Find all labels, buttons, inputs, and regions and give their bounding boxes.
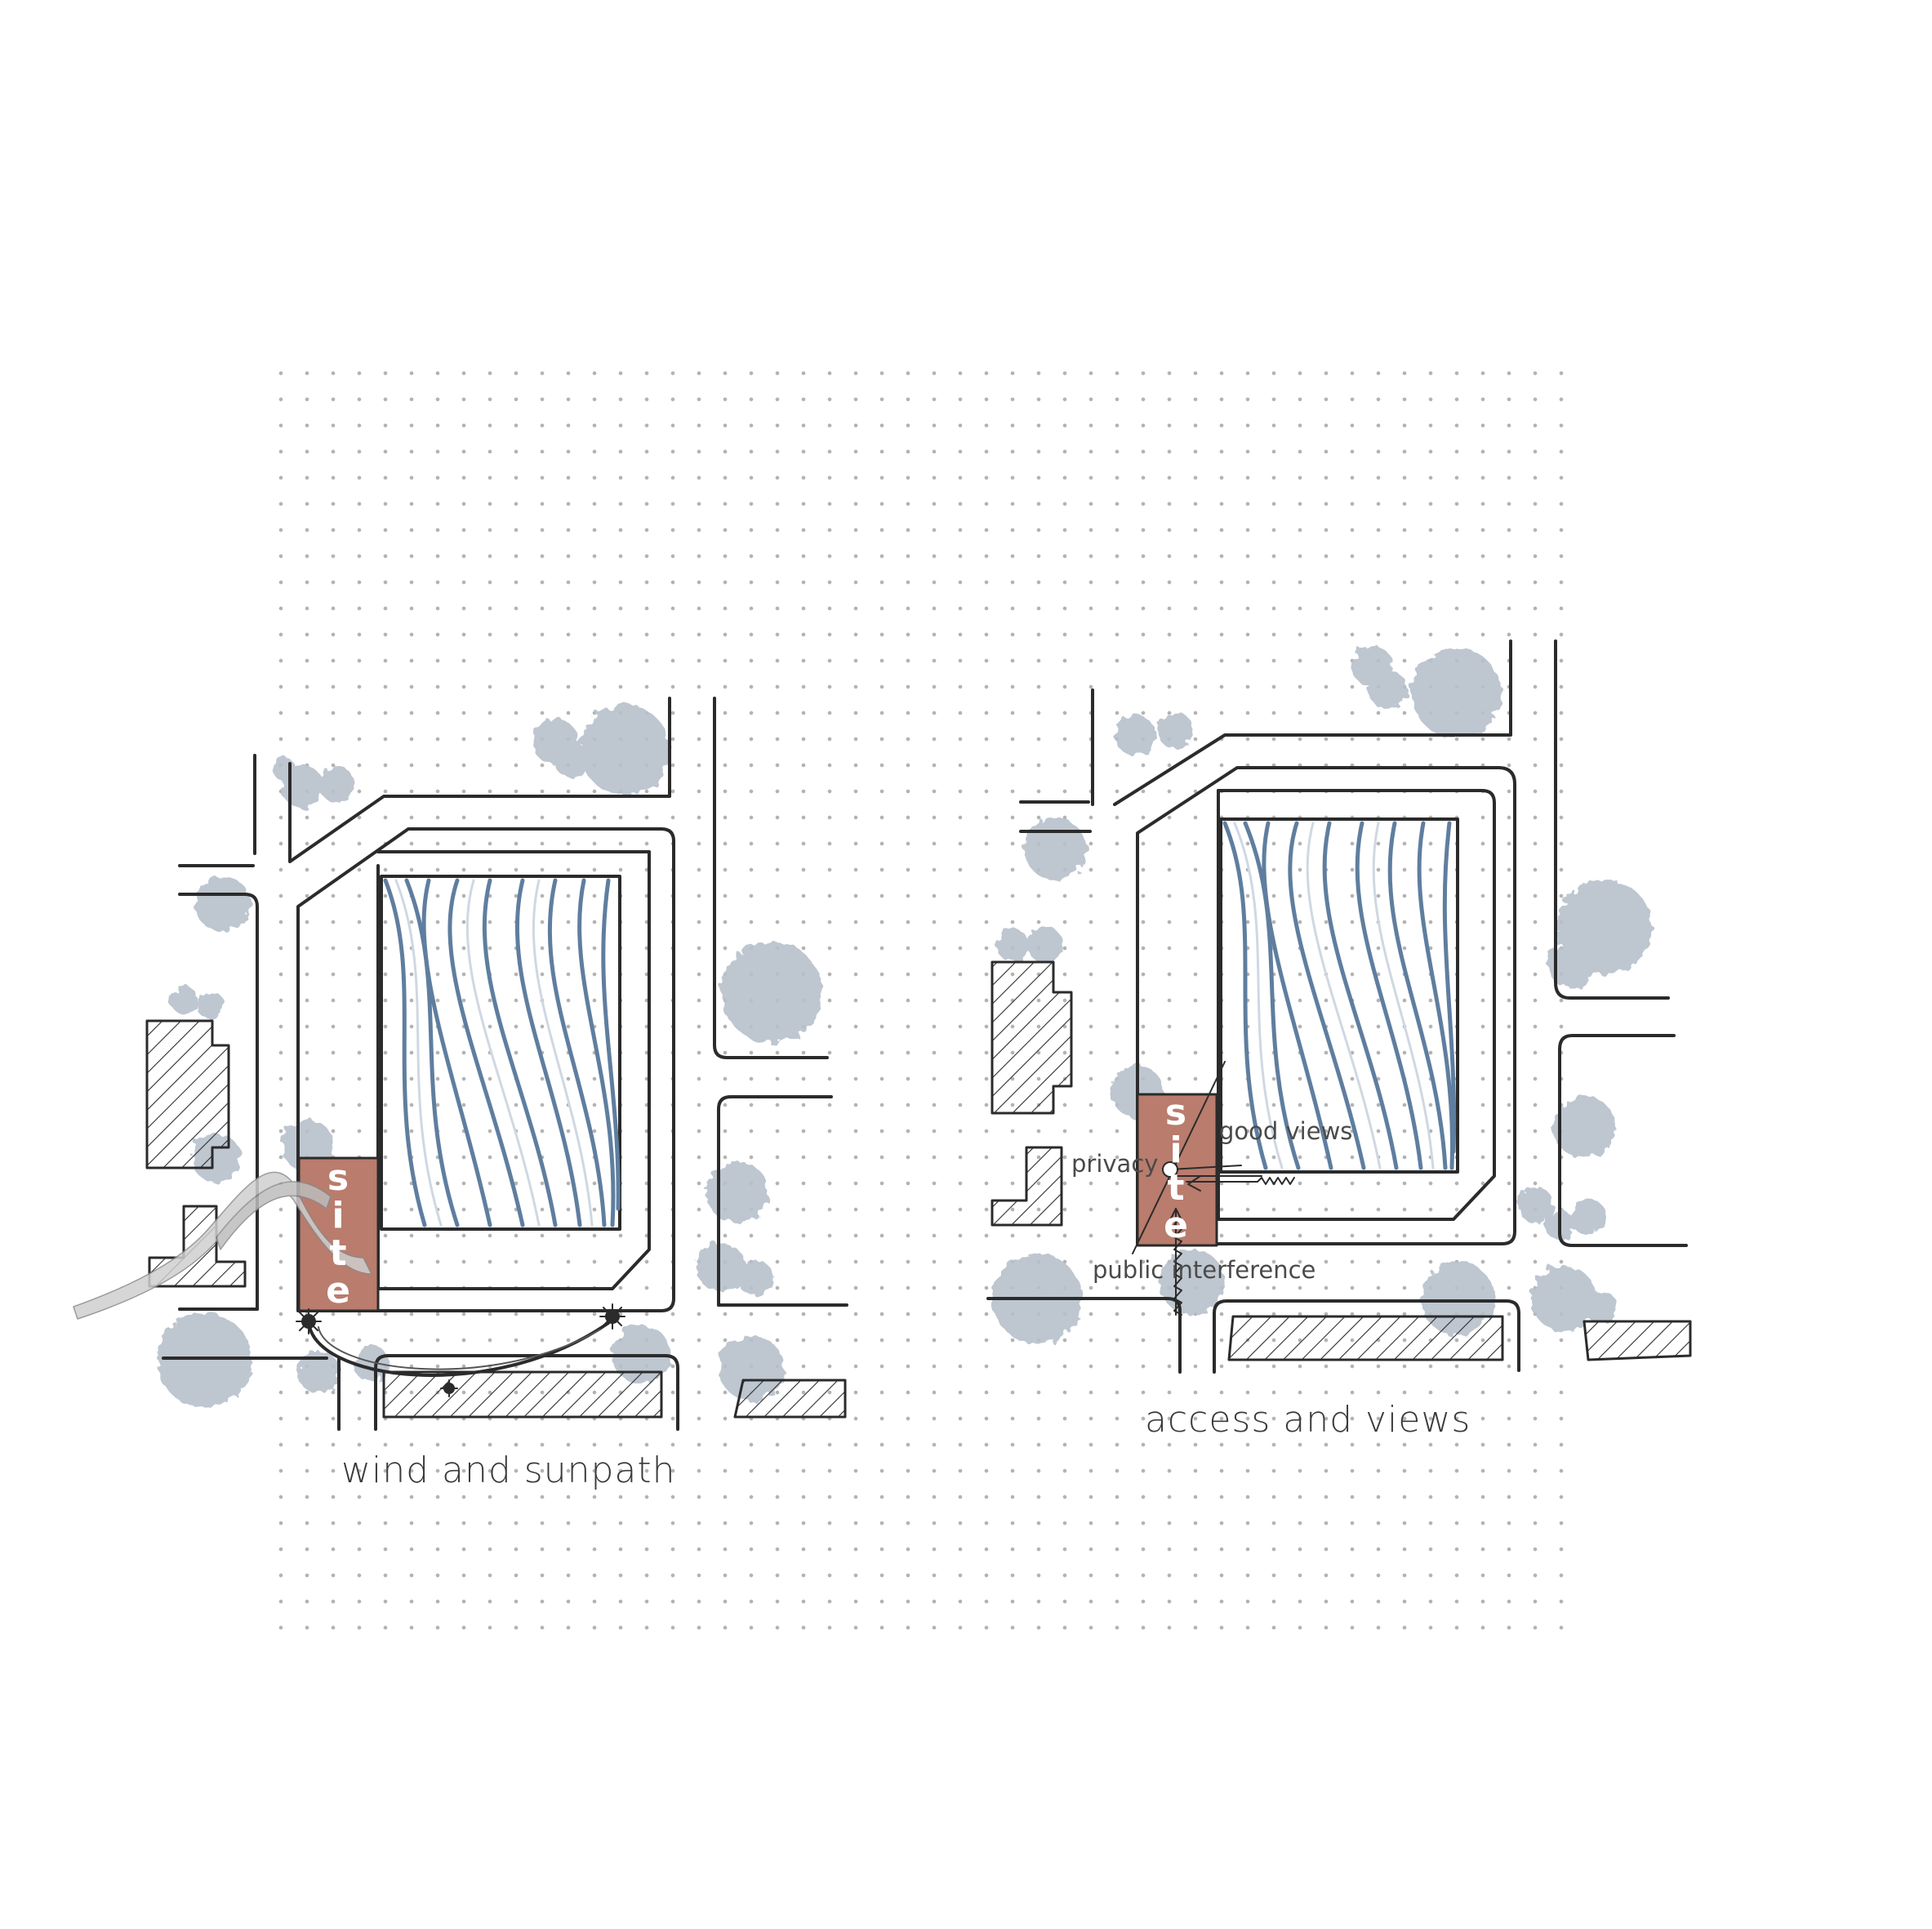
tree-icon bbox=[1531, 1266, 1596, 1331]
site-letter: e bbox=[326, 1270, 350, 1312]
road-line bbox=[296, 827, 675, 1312]
tree-icon bbox=[1025, 818, 1087, 880]
tree-icon bbox=[1553, 1096, 1615, 1158]
water-wave-lines bbox=[383, 878, 621, 1227]
tree-icon bbox=[197, 991, 225, 1019]
road-line bbox=[178, 893, 259, 1311]
panel-right-plan bbox=[986, 639, 1692, 1374]
road-line bbox=[713, 697, 829, 1059]
tree-icon bbox=[1547, 939, 1596, 988]
site-letter: s bbox=[327, 1157, 349, 1199]
water-wave-lines-light bbox=[1233, 822, 1435, 1169]
annotation-public-interference: public interference bbox=[1093, 1256, 1316, 1284]
dot-grid-background bbox=[268, 360, 1576, 1631]
road-line bbox=[1113, 639, 1512, 806]
tree-icon bbox=[554, 742, 590, 777]
site-letter: e bbox=[1164, 1205, 1188, 1246]
annotation-good-views: good views bbox=[1219, 1117, 1353, 1145]
tree-icon bbox=[1517, 1187, 1553, 1223]
hatched-building-icon bbox=[990, 960, 1692, 1361]
site-letter: t bbox=[1167, 1167, 1185, 1209]
tree-icon bbox=[1158, 713, 1194, 749]
site-letter: i bbox=[1169, 1129, 1182, 1171]
road-line bbox=[1558, 1034, 1688, 1247]
water-wave-lines-light bbox=[394, 879, 594, 1227]
water-wave-lines bbox=[1222, 821, 1457, 1170]
view-arrows bbox=[1132, 1061, 1295, 1316]
tree-icon bbox=[996, 929, 1029, 961]
tree-icon bbox=[1115, 715, 1155, 755]
sun-path-arc bbox=[307, 1319, 610, 1377]
site-letter: i bbox=[332, 1195, 345, 1236]
road-line bbox=[1213, 1299, 1520, 1374]
tree-icon bbox=[737, 1260, 773, 1296]
panel-left-plan bbox=[73, 697, 848, 1431]
wind-ribbon-icon bbox=[73, 1171, 372, 1320]
caption-wind-and-sunpath: wind and sunpath bbox=[341, 1450, 676, 1491]
road-line bbox=[986, 1297, 1182, 1374]
tree-icon bbox=[1027, 927, 1063, 963]
tree-icon bbox=[721, 942, 822, 1043]
tree-icon bbox=[1369, 670, 1408, 710]
tree-icon bbox=[580, 705, 670, 795]
water-body bbox=[380, 875, 621, 1231]
viewpoint-marker bbox=[1162, 1161, 1178, 1178]
site-letter: t bbox=[329, 1232, 347, 1274]
road-line bbox=[376, 850, 651, 1290]
road-line bbox=[1136, 766, 1516, 1245]
tree-icon bbox=[1584, 1290, 1617, 1323]
water-body bbox=[1219, 817, 1459, 1174]
tree-icon bbox=[273, 758, 296, 781]
site-label-left: s i t e bbox=[314, 1160, 363, 1310]
annotation-privacy: privacy bbox=[1071, 1150, 1159, 1178]
tree-icon bbox=[170, 986, 198, 1014]
tree-icon bbox=[297, 1351, 340, 1393]
road-line bbox=[1217, 789, 1496, 1221]
sun-path-arc bbox=[318, 1326, 601, 1370]
road-line bbox=[717, 1095, 833, 1307]
site-label-right: s i t e bbox=[1151, 1094, 1200, 1245]
tree-icon bbox=[1411, 648, 1501, 737]
site-letter: s bbox=[1164, 1092, 1187, 1134]
sun-rays bbox=[296, 1303, 625, 1397]
site-block bbox=[297, 1156, 380, 1312]
tree-icon bbox=[195, 876, 251, 932]
tree-icon bbox=[354, 1346, 390, 1382]
tree-icon bbox=[318, 766, 354, 802]
tree-icon bbox=[697, 1243, 746, 1292]
trees-left bbox=[157, 705, 822, 1407]
tree-icon bbox=[706, 1161, 768, 1223]
tree-icon bbox=[1570, 1199, 1606, 1235]
road-line bbox=[1554, 639, 1670, 1000]
road-line bbox=[288, 697, 671, 863]
caption-access-and-views: access and views bbox=[1145, 1399, 1471, 1441]
